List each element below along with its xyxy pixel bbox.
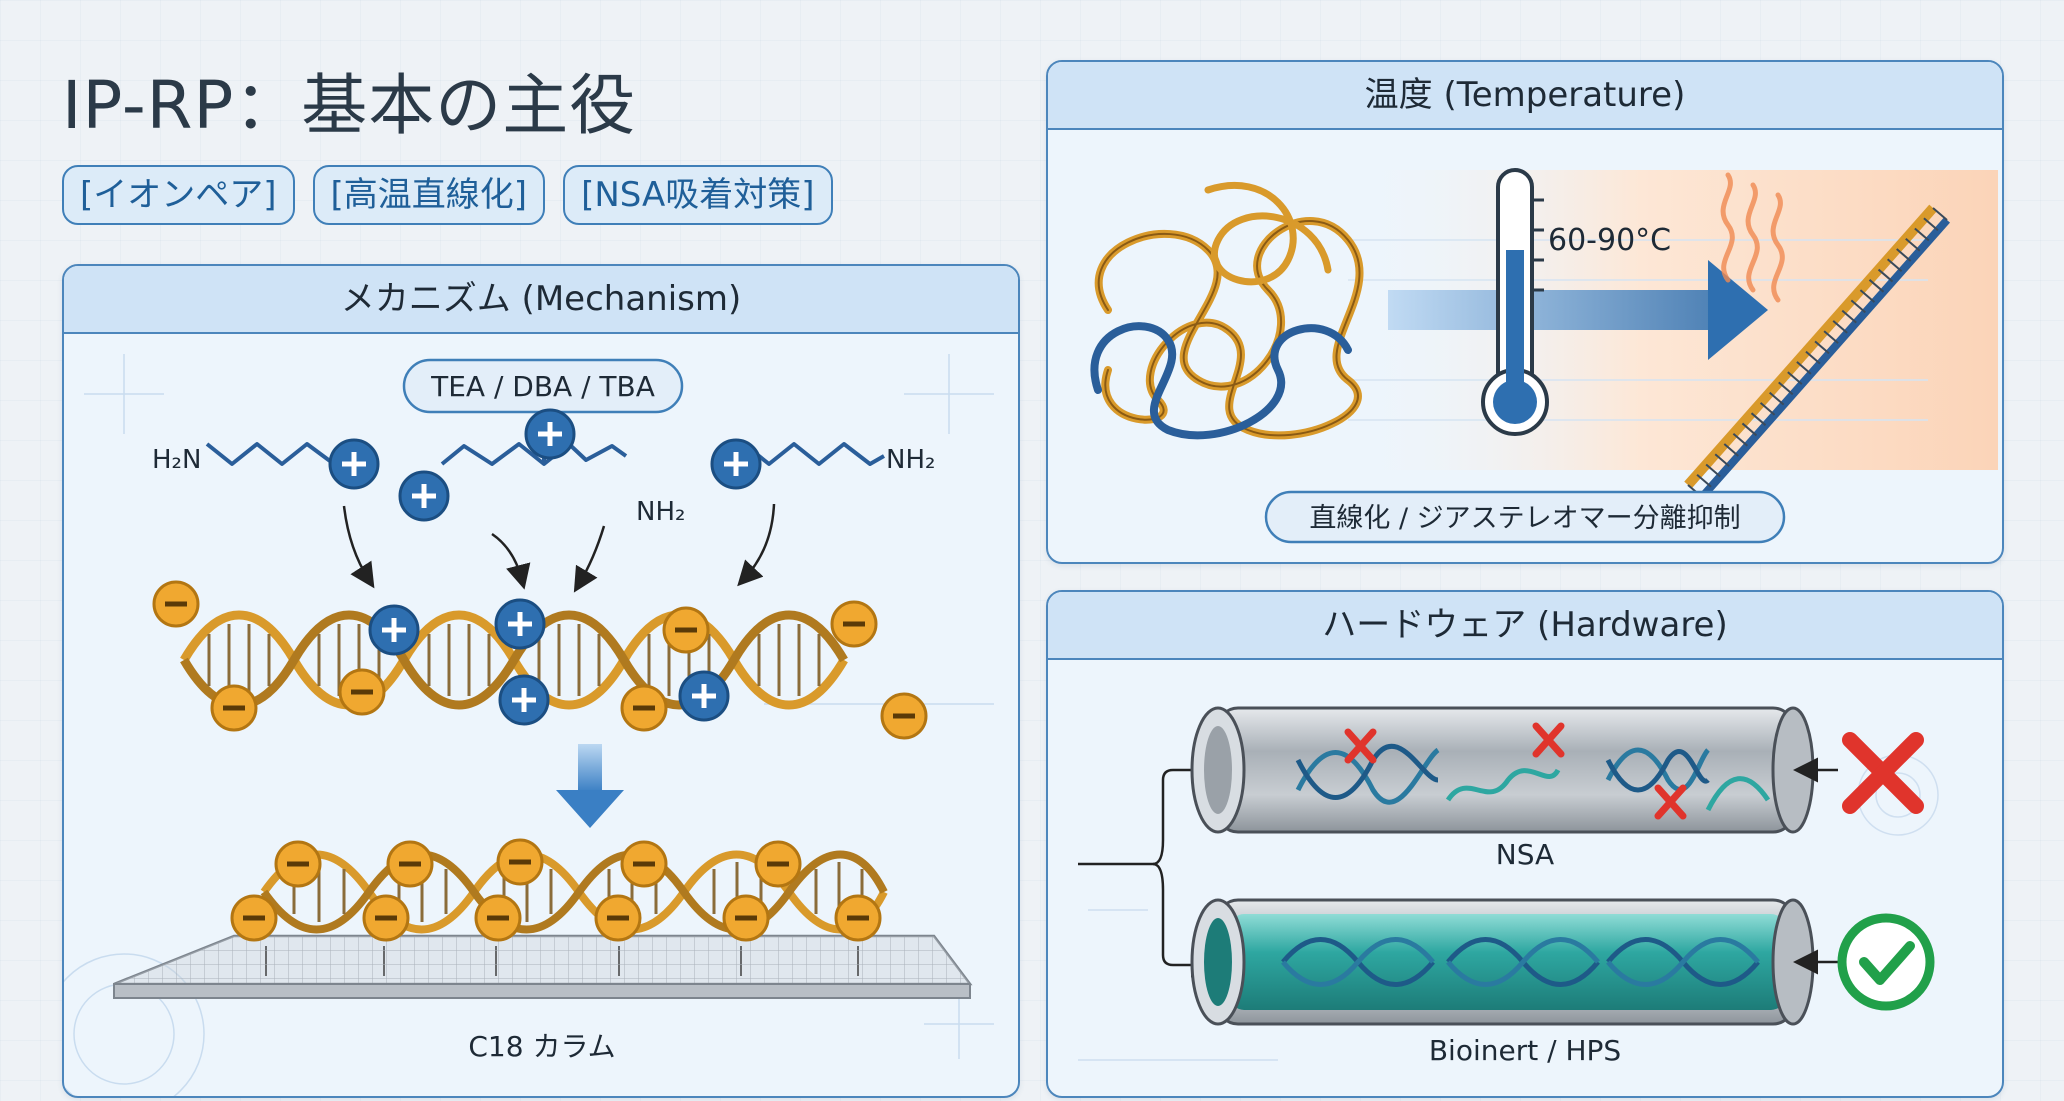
mechanism-header: メカニズム (Mechanism) xyxy=(64,266,1018,334)
duplex-rung xyxy=(1759,402,1776,416)
binding-arrows xyxy=(342,503,776,593)
reagent-pill: TEA / DBA / TBA xyxy=(402,358,684,414)
bioinert-check-icon xyxy=(1837,913,1935,1011)
duplex-rung xyxy=(1823,330,1839,344)
flow-split-arrows xyxy=(1078,757,1216,978)
hardware-panel: ハードウェア (Hardware) xyxy=(1046,590,2004,1098)
duplex-rung xyxy=(1914,227,1930,242)
duplex-rung xyxy=(1778,381,1794,396)
duplex-rung xyxy=(1705,463,1721,478)
anion-marker xyxy=(880,692,928,740)
tangled-oligo xyxy=(1090,181,1364,440)
tag-nsa-countermeasure: [NSA吸着対策] xyxy=(563,165,833,225)
duplex-rung xyxy=(1896,248,1912,262)
duplex-rung xyxy=(1905,238,1921,252)
anion-marker xyxy=(662,606,710,654)
tag-ion-pair: [イオンペア] xyxy=(62,165,295,225)
cation-marker xyxy=(498,674,550,726)
temperature-value: 60-90°C xyxy=(1548,223,1671,258)
anion-marker xyxy=(152,580,200,628)
temperature-caption: 直線化 / ジアステレオマー分離抑制 xyxy=(1309,503,1740,534)
duplex-rung xyxy=(1741,422,1758,437)
duplex-rung xyxy=(1832,320,1848,334)
duplex-rung xyxy=(1859,289,1876,303)
cation-marker xyxy=(524,408,576,460)
duplex-rung xyxy=(1850,299,1866,314)
temperature-caption-pill: 直線化 / ジアステレオマー分離抑制 xyxy=(1264,490,1786,544)
temperature-diagram: 60-90°C 直線化 / ジアステレオマー分離抑制 xyxy=(1090,168,1998,544)
bioinert-label: Bioinert / HPS xyxy=(1429,1034,1621,1067)
nsa-steel-column xyxy=(1190,706,1815,834)
duplex-rung xyxy=(1732,432,1749,447)
anion-marker xyxy=(754,840,802,888)
hardware-diagram: NSA Bioinert / HPS xyxy=(1078,706,1939,1067)
duplex-rung xyxy=(1932,207,1948,221)
nsa-adsorbed-oligos xyxy=(1295,743,1771,812)
cation-marker xyxy=(328,438,380,490)
duplex-rung xyxy=(1714,453,1730,467)
anion-marker xyxy=(722,894,770,942)
anion-marker xyxy=(620,684,668,732)
anion-marker xyxy=(210,684,258,732)
page-title: IP-RP：基本の主役 xyxy=(62,67,637,144)
dna-helix-upper xyxy=(180,610,848,710)
anion-marker xyxy=(594,894,642,942)
mechanism-diagram: TEA / DBA / TBA H₂N NH₂ NH₂ xyxy=(64,354,994,1096)
process-down-arrow xyxy=(556,744,624,828)
temperature-header: 温度 (Temperature) xyxy=(1048,62,2002,130)
nsa-adsorption-x-marks xyxy=(1344,722,1687,820)
duplex-rung xyxy=(1750,412,1767,426)
anion-marker xyxy=(274,840,322,888)
cation-marker xyxy=(710,438,762,490)
anion-marker xyxy=(620,840,668,888)
tag-high-temp-linearization: [高温直線化] xyxy=(312,165,546,225)
anion-marker xyxy=(386,840,434,888)
anion-marker xyxy=(834,894,882,942)
amine-h2n-label: H₂N xyxy=(152,445,201,475)
duplex-rung xyxy=(1805,350,1821,365)
cation-marker xyxy=(494,598,546,650)
thermometer-icon xyxy=(1481,168,1549,436)
linearization-arrow xyxy=(1388,260,1768,360)
mechanism-panel: メカニズム (Mechanism) xyxy=(62,264,1020,1098)
anion-marker xyxy=(338,668,386,716)
duplex-rung xyxy=(1814,340,1830,355)
anion-marker xyxy=(474,894,522,942)
charge-markers xyxy=(152,408,928,942)
hardware-header: ハードウェア (Hardware) xyxy=(1048,592,2002,660)
cation-marker xyxy=(678,670,730,722)
cation-marker xyxy=(368,604,420,656)
speed-lines xyxy=(1348,239,1928,421)
duplex-rung xyxy=(1877,268,1894,283)
duplex-rung xyxy=(1723,443,1739,457)
duplex-rung xyxy=(1868,279,1885,293)
duplex-rung xyxy=(1796,361,1812,375)
amine-nh2-label-a: NH₂ xyxy=(636,497,685,527)
linear-duplex xyxy=(1684,204,1950,500)
anion-marker xyxy=(362,894,410,942)
c18-column-label: C18 カラム xyxy=(468,1030,615,1063)
anion-marker xyxy=(230,894,278,942)
temperature-panel: 温度 (Temperature) xyxy=(1046,60,2004,564)
nsa-label: NSA xyxy=(1496,838,1554,871)
duplex-rung xyxy=(1886,258,1903,273)
reagent-label: TEA / DBA / TBA xyxy=(430,370,655,403)
anion-marker xyxy=(830,600,878,648)
duplex-rung xyxy=(1769,391,1785,406)
heat-waves-icon xyxy=(1720,172,1785,303)
duplex-rung xyxy=(1841,309,1857,324)
tag-list: [イオンペア] [高温直線化] [NSA吸着対策] xyxy=(62,165,833,225)
nsa-fail-icon xyxy=(1842,732,1924,814)
c18-column-surface xyxy=(113,934,973,999)
cation-marker xyxy=(398,470,450,522)
duplex-rung xyxy=(1787,371,1803,385)
duplex-rung xyxy=(1696,473,1712,488)
anion-marker xyxy=(496,838,544,886)
bioinert-free-oligos xyxy=(1281,937,1760,987)
amine-nh2-label-b: NH₂ xyxy=(886,445,935,475)
duplex-rung xyxy=(1923,217,1939,232)
